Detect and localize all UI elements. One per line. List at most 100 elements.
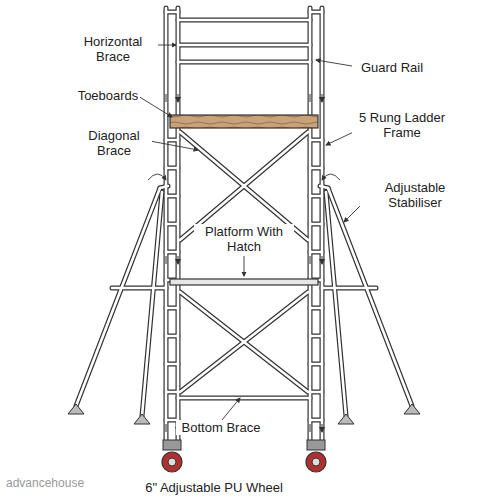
drawing-line xyxy=(310,307,322,310)
drawing-line xyxy=(142,192,162,416)
drawing-path xyxy=(222,398,240,420)
drawing-line xyxy=(310,195,322,198)
drawing-line xyxy=(178,43,310,48)
drawing-line xyxy=(180,292,308,392)
drawing-line xyxy=(310,222,322,227)
drawing-line xyxy=(320,186,328,188)
drawing-path xyxy=(310,94,322,102)
drawing-circle xyxy=(306,452,326,472)
drawing-line xyxy=(166,251,178,254)
drawing-line xyxy=(178,18,310,23)
watermark: advancehouse xyxy=(6,476,116,491)
drawing-line xyxy=(166,167,178,170)
drawing-circle xyxy=(312,458,320,466)
part-label: 6" Adjustable PU Wheel xyxy=(114,480,314,495)
drawing-line xyxy=(310,10,322,15)
drawing-line xyxy=(310,306,322,311)
drawing-line xyxy=(166,334,178,339)
drawing-line xyxy=(166,306,178,311)
drawing-line xyxy=(310,363,322,366)
drawing-line xyxy=(166,195,178,198)
drawing-path xyxy=(404,404,420,414)
drawing-line xyxy=(310,11,322,14)
part-label: Diagonal Brace xyxy=(76,128,152,158)
drawing-line xyxy=(166,139,178,142)
drawing-line xyxy=(310,138,322,143)
drawing-line xyxy=(310,334,322,339)
leader-lines xyxy=(138,45,370,420)
drawing-circle xyxy=(168,458,176,466)
fittings xyxy=(68,94,420,472)
drawing-path xyxy=(134,414,150,424)
drawing-line xyxy=(166,362,178,367)
drawing-path xyxy=(338,414,354,424)
drawing-line xyxy=(178,61,310,64)
drawing-line xyxy=(310,391,322,394)
drawing-line xyxy=(178,60,310,65)
drawing-line xyxy=(178,396,310,401)
drawing-line xyxy=(166,307,178,310)
drawing-line xyxy=(310,166,322,171)
drawing-line xyxy=(166,250,178,255)
drawing-line xyxy=(310,390,322,395)
drawing-line xyxy=(166,11,178,14)
drawing-path xyxy=(166,94,178,102)
drawing-path xyxy=(138,96,172,117)
drawing-line xyxy=(310,167,322,170)
drawing-line xyxy=(166,166,178,171)
drawing-path xyxy=(150,141,198,150)
drawing-path xyxy=(316,60,352,66)
drawing-rect xyxy=(307,440,325,450)
drawing-line xyxy=(166,223,178,226)
drawing-line xyxy=(112,287,166,290)
drawing-line xyxy=(160,186,168,188)
part-label: Horizontal Brace xyxy=(70,34,156,64)
drawing-line xyxy=(166,390,178,395)
drawing-line xyxy=(310,251,322,254)
drawing-path xyxy=(158,45,176,46)
drawing-path xyxy=(68,404,84,414)
drawing-circle xyxy=(162,452,182,472)
drawing-path xyxy=(310,424,322,432)
drawing-line xyxy=(76,188,160,406)
part-label: Adjustable Stabiliser xyxy=(360,180,470,210)
part-label: Bottom Brace xyxy=(176,420,266,435)
part-label: 5 Rung Ladder Frame xyxy=(352,110,452,140)
drawing-line xyxy=(166,194,178,199)
part-label: Guard Rail xyxy=(352,60,432,75)
drawing-path xyxy=(166,256,178,264)
toeboard-platform xyxy=(170,115,318,128)
part-label: Toeboards xyxy=(76,88,140,103)
drawing-line xyxy=(310,223,322,226)
drawing-line xyxy=(310,139,322,142)
drawing-line xyxy=(310,362,322,367)
drawing-line xyxy=(166,138,178,143)
drawing-path xyxy=(322,174,340,180)
drawing-line xyxy=(310,194,322,199)
drawing-line xyxy=(180,292,308,392)
drawing-path xyxy=(148,174,166,180)
drawing-line xyxy=(180,292,308,392)
drawing-line xyxy=(178,397,310,400)
drawing-line xyxy=(310,418,322,423)
drawing-rect xyxy=(163,440,181,450)
drawing-line xyxy=(180,292,308,392)
drawing-path xyxy=(244,256,245,276)
part-label: Platform With Hatch xyxy=(194,224,294,254)
drawing-path xyxy=(310,256,322,264)
drawing-line xyxy=(328,188,412,406)
drawing-line xyxy=(166,391,178,394)
hatch-platform xyxy=(170,279,318,285)
drawing-line xyxy=(166,222,178,227)
drawing-line xyxy=(310,335,322,338)
drawing-line xyxy=(322,287,376,290)
drawing-line xyxy=(166,363,178,366)
drawing-line xyxy=(326,192,346,416)
drawing-line xyxy=(310,250,322,255)
drawing-line xyxy=(310,419,322,422)
drawing-line xyxy=(166,10,178,15)
drawing-line xyxy=(178,44,310,47)
drawing-line xyxy=(166,335,178,338)
drawing-line xyxy=(178,19,310,22)
